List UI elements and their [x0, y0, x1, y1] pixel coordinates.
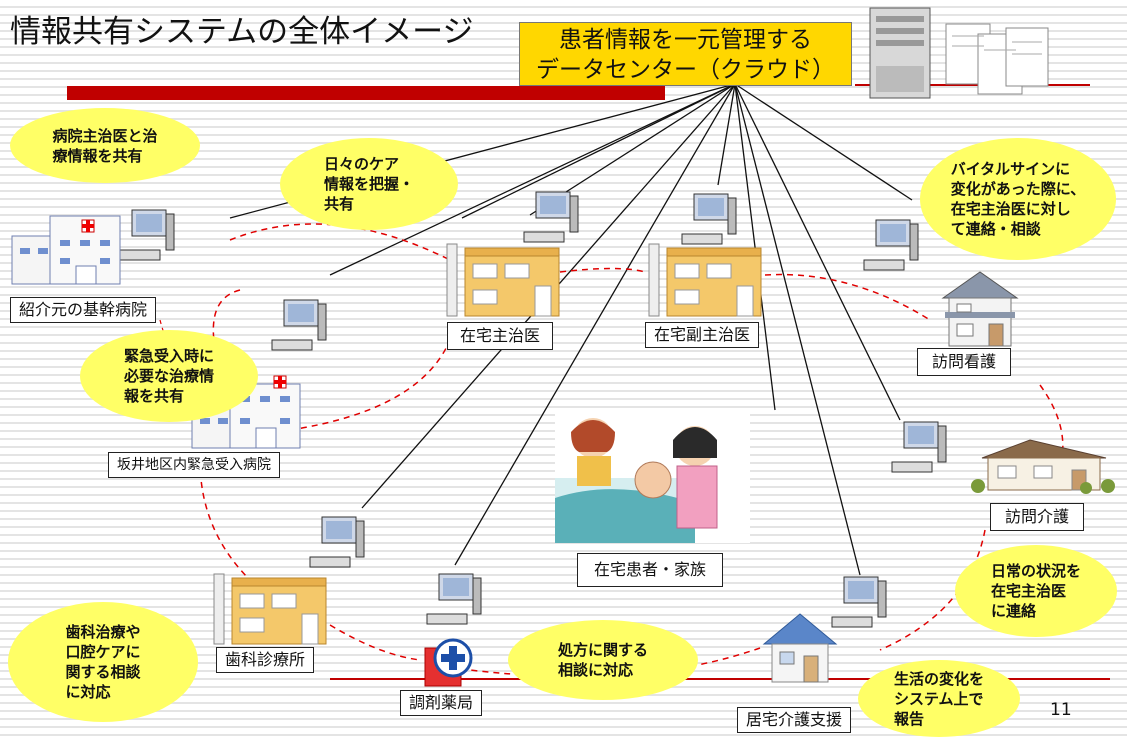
- clinic-building-icon: [210, 570, 330, 645]
- page-number: 11: [1050, 700, 1072, 720]
- label-patient-family: 在宅患者・家族: [577, 553, 724, 587]
- computer-icon: [425, 572, 483, 632]
- data-center-line2: データセンター（クラウド）: [536, 57, 835, 83]
- bubble-hospital-share: 病院主治医と治 療情報を共有: [10, 108, 200, 183]
- bubble-prescription-text: 処方に関する 相談に対応: [557, 641, 648, 679]
- bubble-emergency-share-text: 緊急受入時に 必要な治療情 報を共有: [123, 347, 214, 405]
- house-icon: [760, 610, 840, 685]
- header-rule: [855, 84, 1090, 86]
- bubble-dental: 歯科治療や 口腔ケアに 関する相談 に対応: [8, 602, 198, 722]
- slide-title: 情報共有システムの全体イメージ: [10, 14, 474, 50]
- label-emergency-hospital: 坂井地区内緊急受入病院: [108, 452, 280, 478]
- computer-icon: [308, 515, 366, 575]
- footer-rule: [330, 678, 1110, 680]
- label-referral-hospital: 紹介元の基幹病院: [10, 297, 157, 323]
- bubble-daily-care: 日々のケア 情報を把握・ 共有: [280, 138, 458, 230]
- server-icon: [868, 6, 1053, 101]
- computer-icon: [680, 192, 738, 252]
- label-pharmacy: 調剤薬局: [400, 690, 483, 716]
- bubble-daily-care-text: 日々のケア 情報を把握・ 共有: [323, 155, 414, 213]
- bubble-hospital-share-text: 病院主治医と治 療情報を共有: [52, 126, 158, 165]
- title-underline-bar: [67, 86, 665, 100]
- bubble-life-change: 生活の変化を システム上で 報告: [858, 660, 1020, 737]
- care-facility-icon: [968, 436, 1116, 498]
- computer-icon: [522, 190, 580, 250]
- computer-icon: [890, 420, 948, 480]
- label-home-sub-doctor: 在宅副主治医: [645, 322, 760, 348]
- clinic-building-icon: [443, 240, 563, 318]
- hospital-building-icon: [10, 208, 122, 286]
- patient-family-illustration: [555, 408, 750, 543]
- label-dental-clinic: 歯科診療所: [216, 647, 315, 673]
- label-visiting-care: 訪問介護: [990, 503, 1085, 531]
- computer-icon: [270, 298, 328, 358]
- bubble-life-change-text: 生活の変化を システム上で 報告: [893, 669, 984, 728]
- label-home-doctor: 在宅主治医: [447, 322, 554, 350]
- bubble-vital-signs: バイタルサインに 変化があった際に、 在宅主治医に対し て連絡・相談: [920, 138, 1116, 260]
- bubble-dental-text: 歯科治療や 口腔ケアに 関する相談 に対応: [65, 623, 141, 701]
- label-care-support: 居宅介護支援: [737, 707, 852, 733]
- bubble-daily-status: 日常の状況を 在宅主治医 に連絡: [955, 545, 1117, 637]
- data-center-box: 患者情報を一元管理する データセンター（クラウド）: [519, 22, 852, 86]
- bubble-emergency-share: 緊急受入時に 必要な治療情 報を共有: [80, 330, 258, 422]
- computer-icon: [118, 208, 176, 268]
- computer-icon: [830, 575, 888, 635]
- bubble-prescription: 処方に関する 相談に対応: [508, 620, 698, 700]
- label-visiting-nurse: 訪問看護: [917, 348, 1012, 376]
- data-center-line1: 患者情報を一元管理する: [559, 27, 812, 53]
- bubble-daily-status-text: 日常の状況を 在宅主治医 に連絡: [990, 562, 1081, 620]
- clinic-building-icon: [645, 240, 765, 318]
- bubble-vital-signs-text: バイタルサインに 変化があった際に、 在宅主治医に対し て連絡・相談: [950, 160, 1086, 238]
- pharmacy-icon: [421, 638, 477, 688]
- house-icon: [935, 268, 1025, 348]
- computer-icon: [862, 218, 920, 278]
